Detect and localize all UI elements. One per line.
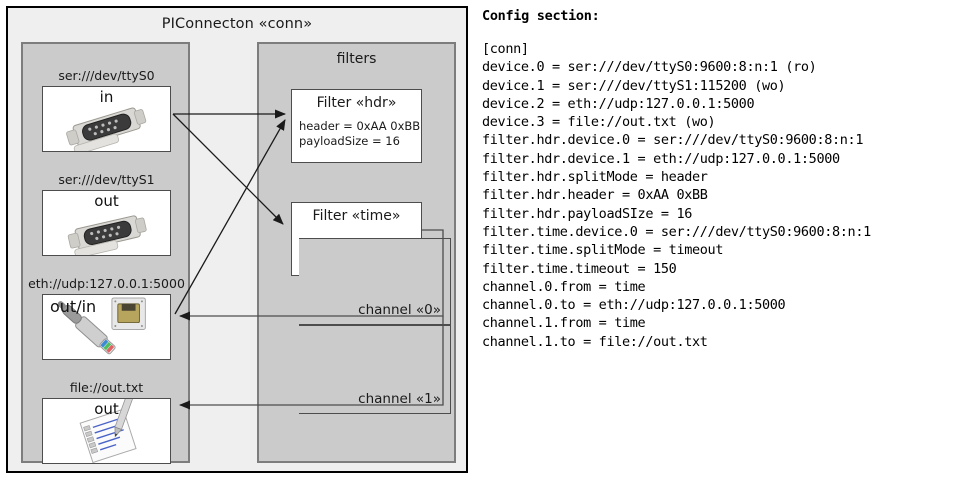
config-line: channel.0.from = time (482, 278, 646, 295)
serial-port-icon (66, 107, 147, 151)
diagram-frame: PIConnecton «conn» ser:///dev/ttyS0 in (6, 6, 468, 473)
device-file-caption: file://out.txt (69, 380, 144, 395)
channel-1-label: channel «1» (358, 391, 441, 407)
config-line: filter.time.device.0 = ser:///dev/ttyS0:… (482, 223, 871, 240)
filter-hdr-attr-payloadsize: payloadSize = 16 (299, 134, 400, 148)
filter-time-title: Filter «time» (312, 208, 401, 224)
config-line: filter.hdr.device.0 = ser:///dev/ttyS0:9… (482, 132, 864, 149)
config-line: channel.1.to = file://out.txt (482, 333, 708, 350)
config-line: filter.time.timeout = 150 (482, 260, 677, 277)
config-line: filter.time.splitMode = timeout (482, 242, 724, 259)
config-line: channel.1.from = time (482, 315, 646, 332)
serial-port-icon (67, 215, 147, 255)
device-eth-caption: eth://udp:127.0.0.1:5000 (28, 276, 185, 291)
device-file[interactable]: file://out.txt out (35, 380, 178, 464)
device-eth-box[interactable]: out/in (42, 294, 171, 360)
config-line: device.1 = ser:///dev/ttyS1:115200 (wo) (482, 77, 786, 94)
filter-hdr-title: Filter «hdr» (316, 95, 397, 111)
filter-hdr-attrs: header = 0xAA 0xBB payloadSize = 16 (299, 119, 420, 149)
config-line: device.3 = file://out.txt (wo) (482, 114, 716, 131)
devices-panel: ser:///dev/ttyS0 in (21, 42, 190, 464)
filters-panel: filters Filter «hdr» header = 0xAA 0xBB … (257, 42, 456, 463)
diagram-title: PIConnecton «conn» (161, 16, 313, 32)
device-ttyS1-label: out (94, 192, 119, 210)
config-line: channel.0.to = eth://udp:127.0.0.1:5000 (482, 297, 786, 314)
config-line: filter.hdr.header = 0xAA 0xBB (482, 187, 708, 204)
device-eth[interactable]: eth://udp:127.0.0.1:5000 out/in (28, 276, 185, 360)
device-ttyS1-caption: ser:///dev/ttyS1 (58, 172, 155, 187)
config-line: filter.hdr.device.1 = eth://udp:127.0.0.… (482, 150, 840, 167)
config-line: device.2 = eth://udp:127.0.0.1:5000 (482, 95, 755, 112)
ethernet-jack-icon (57, 297, 146, 355)
filter-hdr-attr-header: header = 0xAA 0xBB (299, 119, 421, 133)
device-file-label: out (94, 400, 119, 418)
config-line: filter.hdr.payloadSIze = 16 (482, 205, 692, 222)
config-pane: Config section: [conn] device.0 = ser:///… (482, 8, 960, 476)
device-ttyS0-caption: ser:///dev/ttyS0 (58, 68, 155, 83)
device-eth-label: out/in (50, 297, 97, 316)
config-line: filter.hdr.splitMode = header (482, 169, 708, 186)
device-ttyS0[interactable]: ser:///dev/ttyS0 in (35, 68, 178, 152)
device-ttyS1[interactable]: ser:///dev/ttyS1 out (35, 172, 178, 256)
device-ttyS0-label: in (99, 88, 114, 106)
config-line: device.0 = ser:///dev/ttyS0:9600:8:n:1 (… (482, 59, 817, 76)
device-ttyS0-box[interactable]: in (42, 86, 171, 152)
device-ttyS1-box[interactable]: out (42, 190, 171, 256)
text-file-icon (79, 399, 137, 463)
filters-panel-title: filters (336, 51, 377, 67)
channel-0-label: channel «0» (358, 302, 441, 318)
config-heading: Config section: (482, 8, 600, 24)
channel-0-box[interactable]: channel «0» (299, 238, 451, 325)
config-lines: [conn] device.0 = ser:///dev/ttyS0:9600:8… (482, 40, 960, 351)
config-line: [conn] (482, 41, 529, 57)
device-file-box[interactable]: out (42, 398, 171, 464)
channel-1-box[interactable]: channel «1» (299, 325, 451, 414)
filter-hdr-box[interactable]: Filter «hdr» header = 0xAA 0xBB payloadS… (291, 89, 422, 163)
